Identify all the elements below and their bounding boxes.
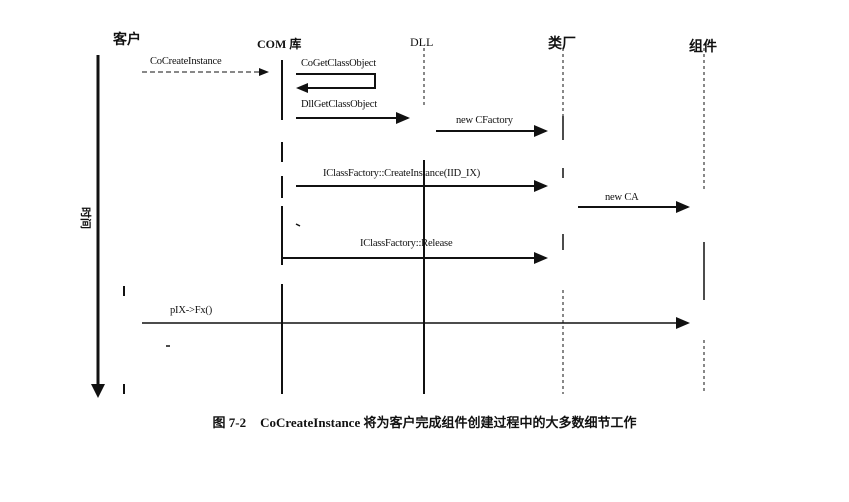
scan-mark: [295, 223, 301, 227]
arrow-cogetclassobject: [296, 73, 376, 93]
figure-caption: 图 7-2 CoCreateInstance 将为客户完成组件创建过程中的大多数细…: [0, 412, 849, 431]
column-label-com-library: COM 库: [257, 37, 302, 51]
column-label-class-factory: 类厂: [548, 37, 576, 52]
message-label-cocreateinstance: CoCreateInstance: [150, 56, 222, 67]
message-label-dllgetclassobject: DllGetClassObject: [301, 99, 377, 110]
message-label-new-ca: new CA: [605, 192, 639, 203]
message-label-cogetclassobject: CoGetClassObject: [301, 58, 376, 69]
column-label-client: 客户: [113, 33, 141, 48]
time-axis: [91, 55, 105, 398]
time-axis-label: 时间: [79, 207, 91, 229]
figure-caption-text: CoCreateInstance 将为客户完成组件创建过程中的大多数细节工作: [260, 415, 637, 430]
column-label-dll: DLL: [410, 35, 434, 49]
message-label-iclassfactory-createinstance: IClassFactory::CreateInstance(IID_IX): [323, 168, 481, 179]
message-label-pix-fx: pIX->Fx(): [170, 305, 213, 316]
figure-number: 图 7-2: [212, 415, 247, 430]
message-label-iclassfactory-release: IClassFactory::Release: [360, 238, 453, 249]
column-label-component: 组件: [689, 40, 717, 55]
message-label-new-cfactory: new CFactory: [456, 115, 513, 126]
